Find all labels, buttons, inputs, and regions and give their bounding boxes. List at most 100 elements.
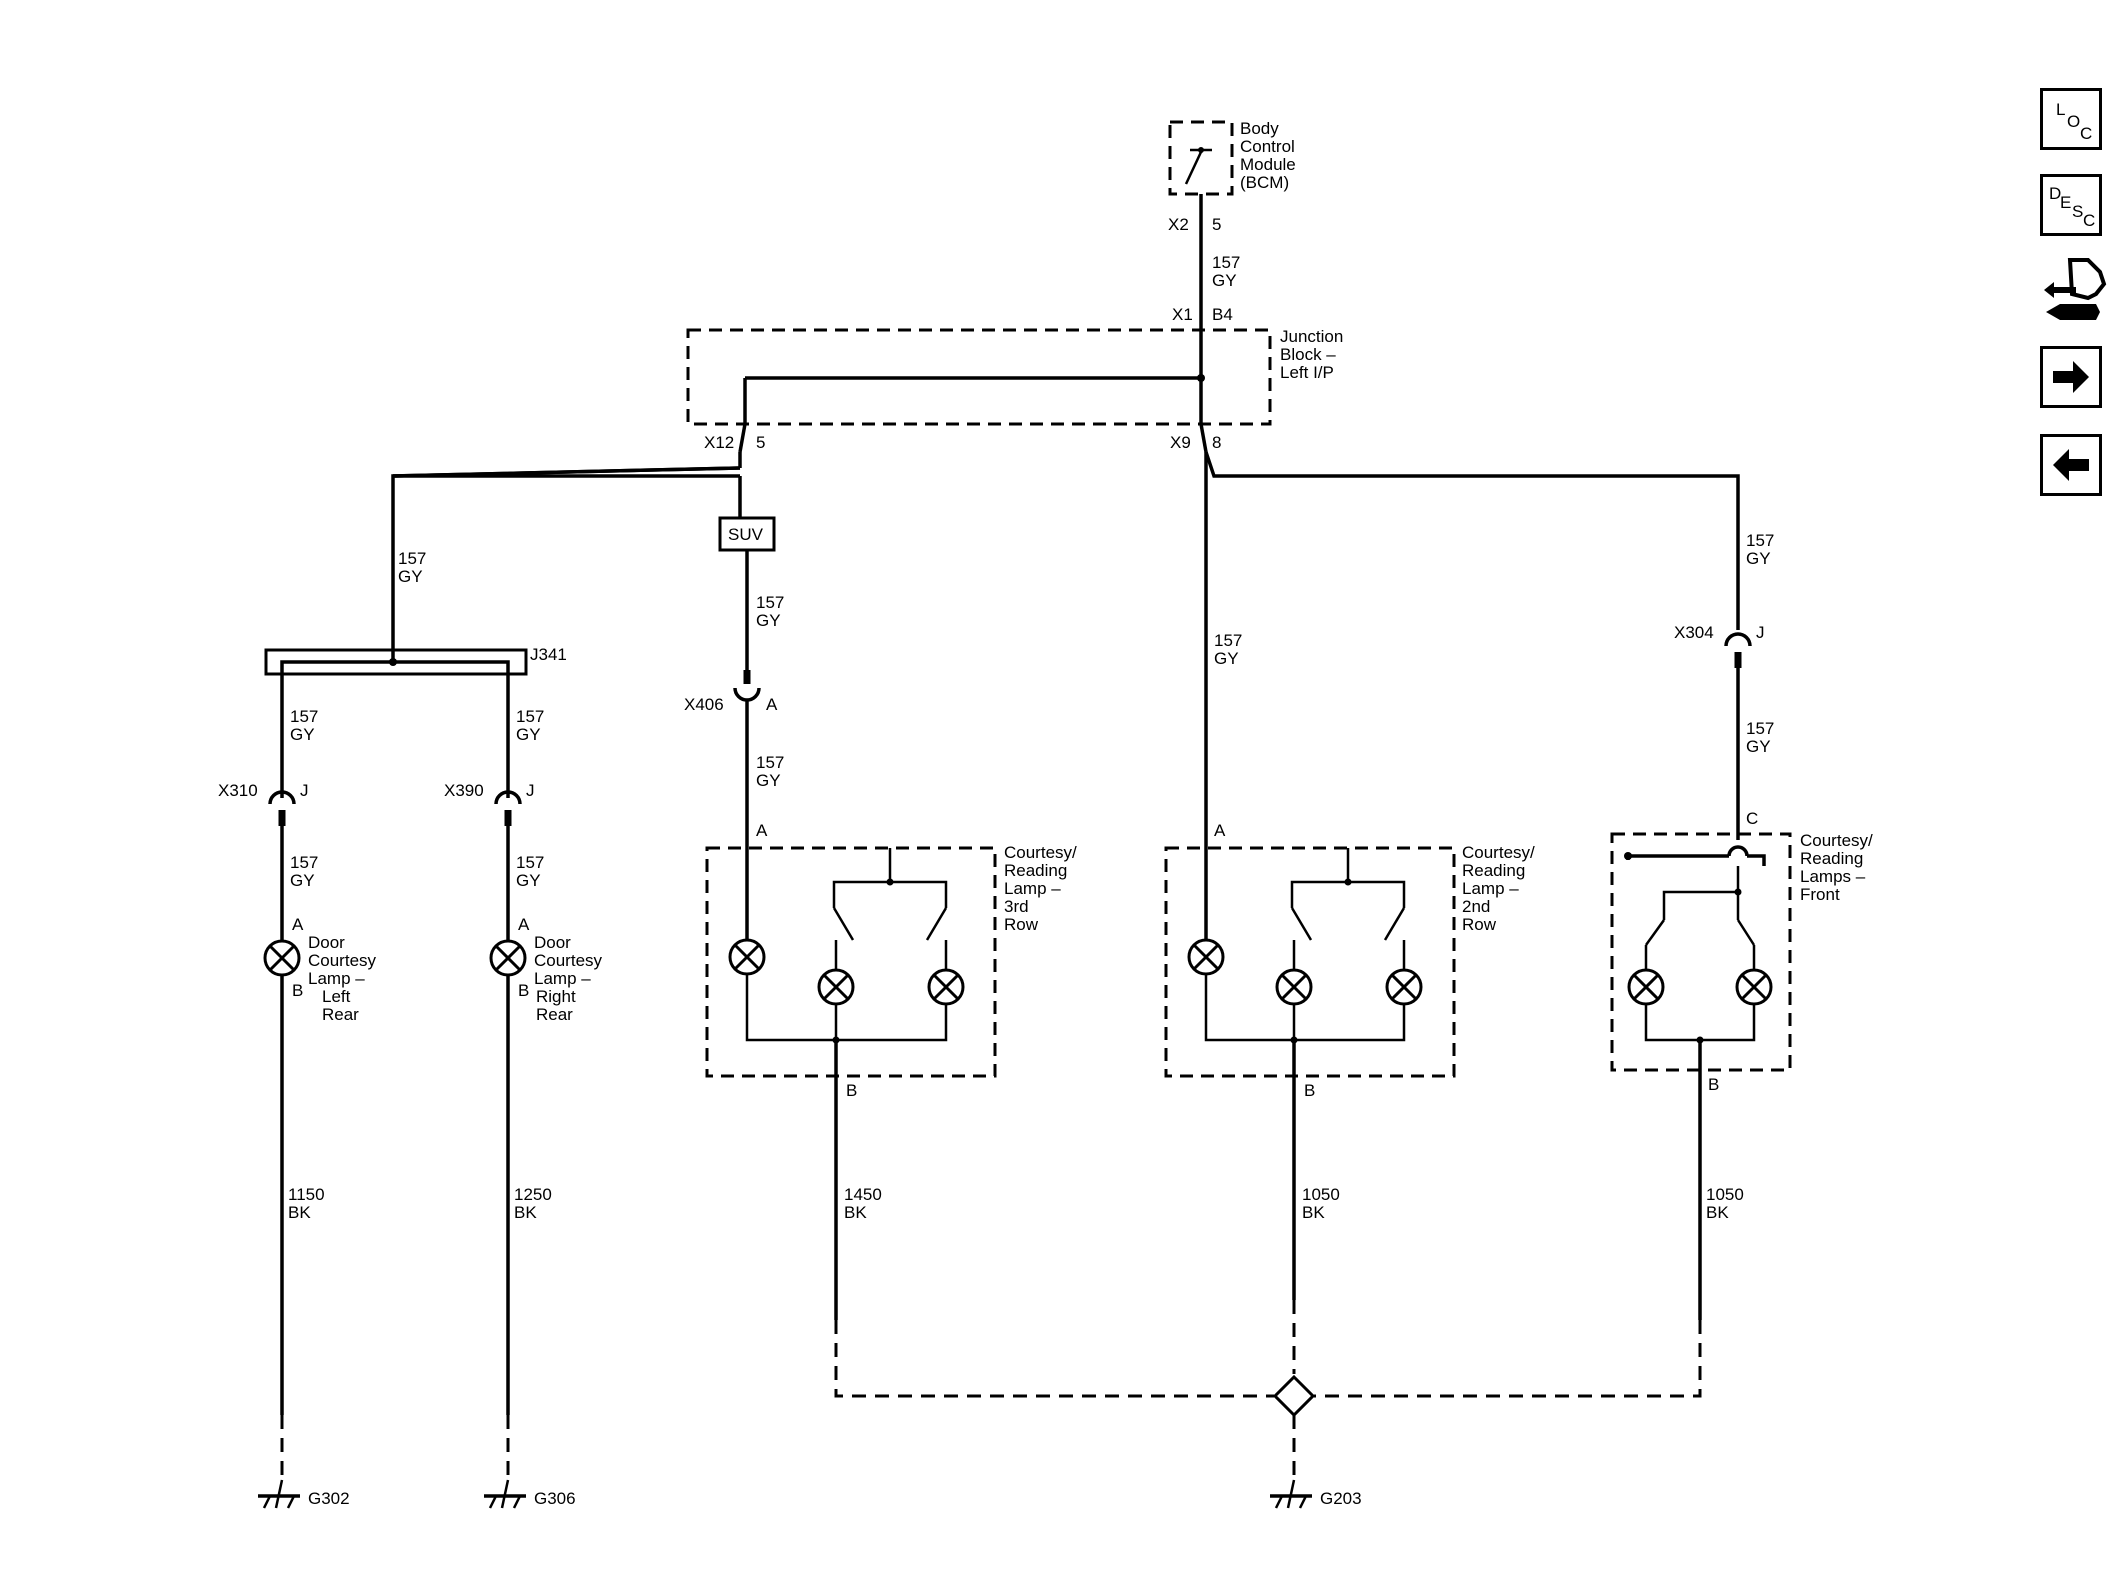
wire-3rd2-color: GY (756, 771, 781, 790)
door-right-label-3: Lamp – (534, 969, 591, 988)
door-left-label-4: Left (322, 987, 351, 1006)
door-lamp-left-rear (263, 939, 301, 977)
connector-end-view-icon[interactable] (2040, 254, 2112, 332)
x406-connector (733, 687, 761, 702)
wire-3rd-color: GY (756, 611, 781, 630)
lamp-front-label-2: Reading (1800, 849, 1863, 868)
loc-letter-c: C (2080, 124, 2093, 143)
lamp-3rd-bulb-3 (927, 968, 965, 1006)
wire-2nd-bk-color: BK (1302, 1203, 1325, 1222)
lamp-front-bulb-2 (1735, 968, 1773, 1006)
wire-j341-color: GY (398, 567, 423, 586)
lamp-3rd-pin-b: B (846, 1081, 857, 1100)
lamp-front-bulb-1 (1627, 968, 1665, 1006)
wire-lr2-circuit: 157 (290, 853, 318, 872)
wire-right-rear-bk-circuit: 1250 (514, 1185, 552, 1204)
wire-3rd-bk-color: BK (844, 1203, 867, 1222)
lamp-2nd-pin-b: B (1304, 1081, 1315, 1100)
g306-label: G306 (534, 1489, 576, 1508)
lamp-2nd-internal (1204, 848, 1406, 1044)
bcm-pin: 5 (1212, 215, 1221, 234)
bcm-label-3: Module (1240, 155, 1296, 174)
wire-rr2-circuit: 157 (516, 853, 544, 872)
previous-page-button[interactable] (2040, 434, 2102, 496)
door-left-label-2: Courtesy (308, 951, 377, 970)
wire-2nd-color: GY (1214, 649, 1239, 668)
lamp-2nd-label-1: Courtesy/ (1462, 843, 1535, 862)
jb-in-connector: X1 (1172, 305, 1193, 324)
door-left-label-5: Rear (322, 1005, 359, 1024)
suv-label: SUV (728, 525, 764, 544)
jb-label-3: Left I/P (1280, 363, 1334, 382)
wire-rr-circuit: 157 (516, 707, 544, 726)
bcm-label-4: (BCM) (1240, 173, 1289, 192)
previous-arrow-icon (2053, 449, 2089, 481)
door-right-label-5: Rear (536, 1005, 573, 1024)
door-left-label-1: Door (308, 933, 345, 952)
j341-label: J341 (530, 645, 567, 664)
wire-rr2-color: GY (516, 871, 541, 890)
description-button[interactable]: D E S C (2040, 174, 2102, 236)
x390-label: X390 (444, 781, 484, 800)
desc-letter-d: D (2049, 184, 2062, 203)
lamp-3rd-internal (745, 848, 948, 1044)
wire-lr-color: GY (290, 725, 315, 744)
lamp-2nd-label-2: Reading (1462, 861, 1525, 880)
jb-x9-connector: X9 (1170, 433, 1191, 452)
door-lamp-right-rear (489, 939, 527, 977)
lamp-front-pin-c: C (1746, 809, 1758, 828)
wire-rr-color: GY (516, 725, 541, 744)
door-right-label-2: Courtesy (534, 951, 603, 970)
wire-3rd-bk-circuit: 1450 (844, 1185, 882, 1204)
wire-front-bk-color: BK (1706, 1203, 1729, 1222)
x406-pin: A (766, 695, 778, 714)
wire-left-rear-bk-color: BK (288, 1203, 311, 1222)
door-right-label-1: Door (534, 933, 571, 952)
lamp-front-label-4: Front (1800, 885, 1840, 904)
wire-2nd-circuit: 157 (1214, 631, 1242, 650)
wire-3rd2-circuit: 157 (756, 753, 784, 772)
wire-to-front (1204, 451, 1740, 630)
wire-front-bk-circuit: 1050 (1706, 1185, 1744, 1204)
wire-to-j341 (391, 466, 741, 660)
wire-left-rear-bk-circuit: 1150 (288, 1185, 325, 1204)
next-page-button[interactable] (2040, 346, 2102, 408)
lamp-3rd-label-3: Lamp – (1004, 879, 1061, 898)
door-left-pin-a: A (292, 915, 304, 934)
g302-label: G302 (308, 1489, 350, 1508)
wire-2nd-bk-circuit: 1050 (1302, 1185, 1340, 1204)
wire-label-color: GY (1212, 271, 1237, 290)
x304-label: X304 (1674, 623, 1714, 642)
lamp-3rd-pin-a: A (756, 821, 768, 840)
wire-front-color: GY (1746, 549, 1771, 568)
lamp-3rd-label-4: 3rd (1004, 897, 1029, 916)
desc-letter-s: S (2072, 202, 2084, 221)
bcm-label-2: Control (1240, 137, 1295, 156)
wire-label-circuit: 157 (1212, 253, 1240, 272)
loc-letter-o: O (2067, 112, 2081, 131)
x390-pin: J (526, 781, 535, 800)
wire-front-circuit: 157 (1746, 531, 1774, 550)
x310-connector (268, 790, 296, 805)
x304-connector (1724, 632, 1752, 647)
lamp-2nd-bulb-2 (1275, 968, 1313, 1006)
lamp-2nd-pin-a: A (1214, 821, 1226, 840)
lamp-3rd-bulb-1 (728, 938, 766, 976)
desc-letter-e: E (2060, 193, 2072, 212)
jb-x9-pin: 8 (1212, 433, 1221, 452)
lamp-front-label-1: Courtesy/ (1800, 831, 1873, 850)
lamp-2nd-label-3: Lamp – (1462, 879, 1519, 898)
lamp-front-internal (1624, 845, 1766, 1044)
wire-lr2-color: GY (290, 871, 315, 890)
x304-pin: J (1756, 623, 1765, 642)
location-button[interactable]: L O C (2040, 88, 2102, 150)
door-left-label-3: Lamp – (308, 969, 365, 988)
lamp-2nd-row-box (1164, 846, 1456, 1078)
lamp-3rd-row-box (705, 846, 997, 1078)
door-right-pin-a: A (518, 915, 530, 934)
ground-splice-diamond (1272, 1374, 1316, 1418)
jb-label-1: Junction (1280, 327, 1343, 346)
lamp-front-box (1610, 832, 1792, 1072)
jb-in-pin: B4 (1212, 305, 1233, 324)
